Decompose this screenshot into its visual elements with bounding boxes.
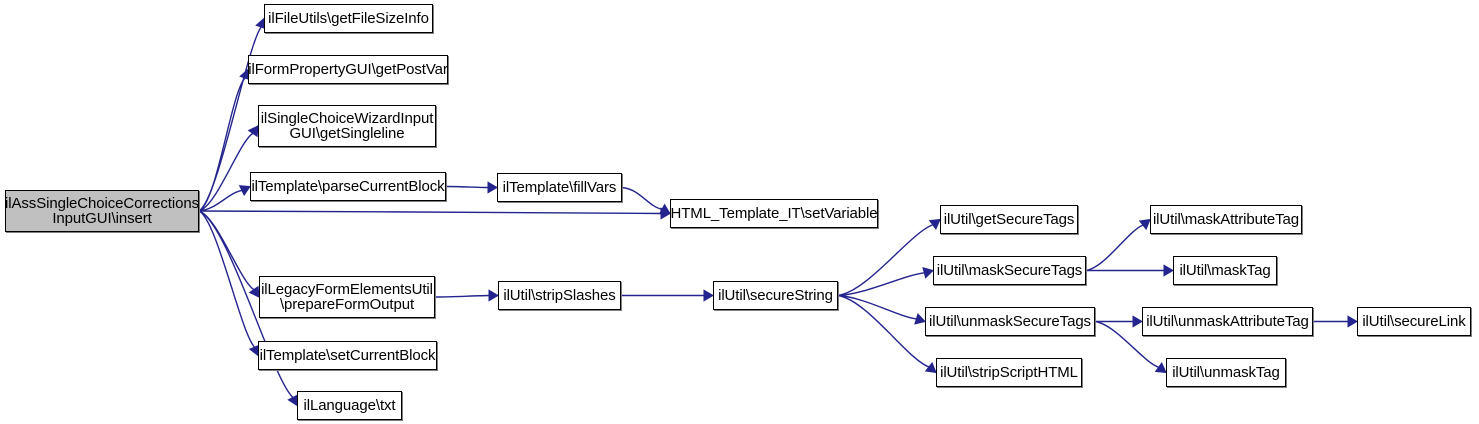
graph-node-maskTag[interactable]: ilUtil\maskTag (1173, 256, 1277, 285)
graph-node-secureString[interactable]: ilUtil\secureString (713, 281, 838, 310)
arrowhead-unmaskSecureTags-to-unmaskTag (1154, 362, 1167, 374)
arrowhead-maskSecureTags-to-maskTag (1163, 264, 1174, 277)
graph-node-unmaskTag[interactable]: ilUtil\unmaskTag (1166, 358, 1286, 387)
arrowhead-fillVars-to-setVariable (658, 203, 671, 215)
graph-node-unmaskAttributeTag[interactable]: ilUtil\unmaskAttributeTag (1142, 307, 1313, 336)
arrowhead-prepareFormOutput-to-stripSlashes (488, 289, 499, 302)
graph-node-setVariable[interactable]: HTML_Template_IT\setVariable (670, 199, 878, 228)
arrowhead-unmaskSecureTags-to-unmaskAttributeTag (1132, 315, 1143, 328)
graph-node-stripScriptHTML[interactable]: ilUtil\stripScriptHTML (936, 358, 1082, 387)
edge-fillVars-to-setVariable (621, 186, 663, 210)
edge-secureString-to-stripScriptHTML (837, 294, 930, 368)
edge-root-to-setVariable (198, 210, 662, 215)
graph-node-parseCurrentBlock[interactable]: ilTemplate\parseCurrentBlock (250, 172, 446, 201)
arrowhead-stripSlashes-to-secureString (703, 289, 714, 302)
graph-node-maskSecureTags[interactable]: ilUtil\maskSecureTags (933, 256, 1086, 285)
edge-secureString-to-maskSecureTags (837, 272, 925, 297)
arrowhead-root-to-parseCurrentBlock (238, 185, 251, 197)
graph-node-root[interactable]: ilAssSingleChoiceCorrections InputGUI\in… (5, 190, 199, 232)
graph-node-secureLink[interactable]: ilUtil\secureLink (1357, 307, 1471, 336)
arrowhead-secureString-to-unmaskSecureTags (914, 312, 926, 325)
arrowhead-unmaskAttributeTag-to-secureLink (1347, 315, 1358, 328)
edge-root-to-setCurrentBlock (198, 210, 256, 348)
graph-node-fillVars[interactable]: ilTemplate\fillVars (497, 173, 622, 202)
graph-node-getSecureTags[interactable]: ilUtil\getSecureTags (940, 205, 1078, 234)
arrowhead-root-to-setVariable (660, 207, 671, 220)
graph-node-maskAttributeTag[interactable]: ilUtil\maskAttributeTag (1150, 205, 1302, 234)
graph-node-getFileSizeInfo[interactable]: ilFileUtils\getFileSizeInfo (264, 4, 433, 33)
graph-node-getSingleline[interactable]: ilSingleChoiceWizardInput GUI\getSinglel… (258, 105, 436, 147)
edge-root-to-prepareFormOutput (198, 210, 255, 291)
edge-parseCurrentBlock-to-fillVars (445, 185, 489, 189)
graph-node-langTxt[interactable]: ilLanguage\txt (297, 391, 402, 420)
edge-root-to-getSingleline (198, 132, 254, 212)
arrowhead-parseCurrentBlock-to-fillVars (487, 181, 498, 194)
graph-node-setCurrentBlock[interactable]: ilTemplate\setCurrentBlock (258, 341, 437, 370)
edge-secureString-to-getSecureTags (837, 224, 934, 297)
arrowhead-root-to-prepareFormOutput (248, 285, 260, 298)
arrowhead-secureString-to-stripScriptHTML (924, 361, 937, 374)
arrowhead-maskSecureTags-to-maskAttributeTag (1138, 218, 1151, 231)
arrowhead-root-to-getSingleline (247, 125, 259, 138)
edge-root-to-getPostVar (198, 77, 246, 212)
edge-secureString-to-unmaskSecureTags (837, 294, 917, 320)
edge-root-to-parseCurrentBlock (198, 189, 243, 212)
edge-maskSecureTags-to-maskAttributeTag (1085, 224, 1144, 272)
graph-node-stripSlashes[interactable]: ilUtil\stripSlashes (498, 281, 621, 310)
edge-prepareFormOutput-to-stripSlashes (434, 294, 490, 298)
graph-node-unmaskSecureTags[interactable]: ilUtil\unmaskSecureTags (925, 307, 1095, 336)
graph-node-getPostVar[interactable]: ilFormPropertyGUI\getPostVar (248, 55, 448, 84)
arrowhead-secureString-to-maskSecureTags (922, 267, 934, 279)
arrowhead-secureString-to-getSecureTags (928, 218, 941, 231)
graph-node-prepareFormOutput[interactable]: ilLegacyFormElementsUtil \prepareFormOut… (259, 276, 435, 318)
